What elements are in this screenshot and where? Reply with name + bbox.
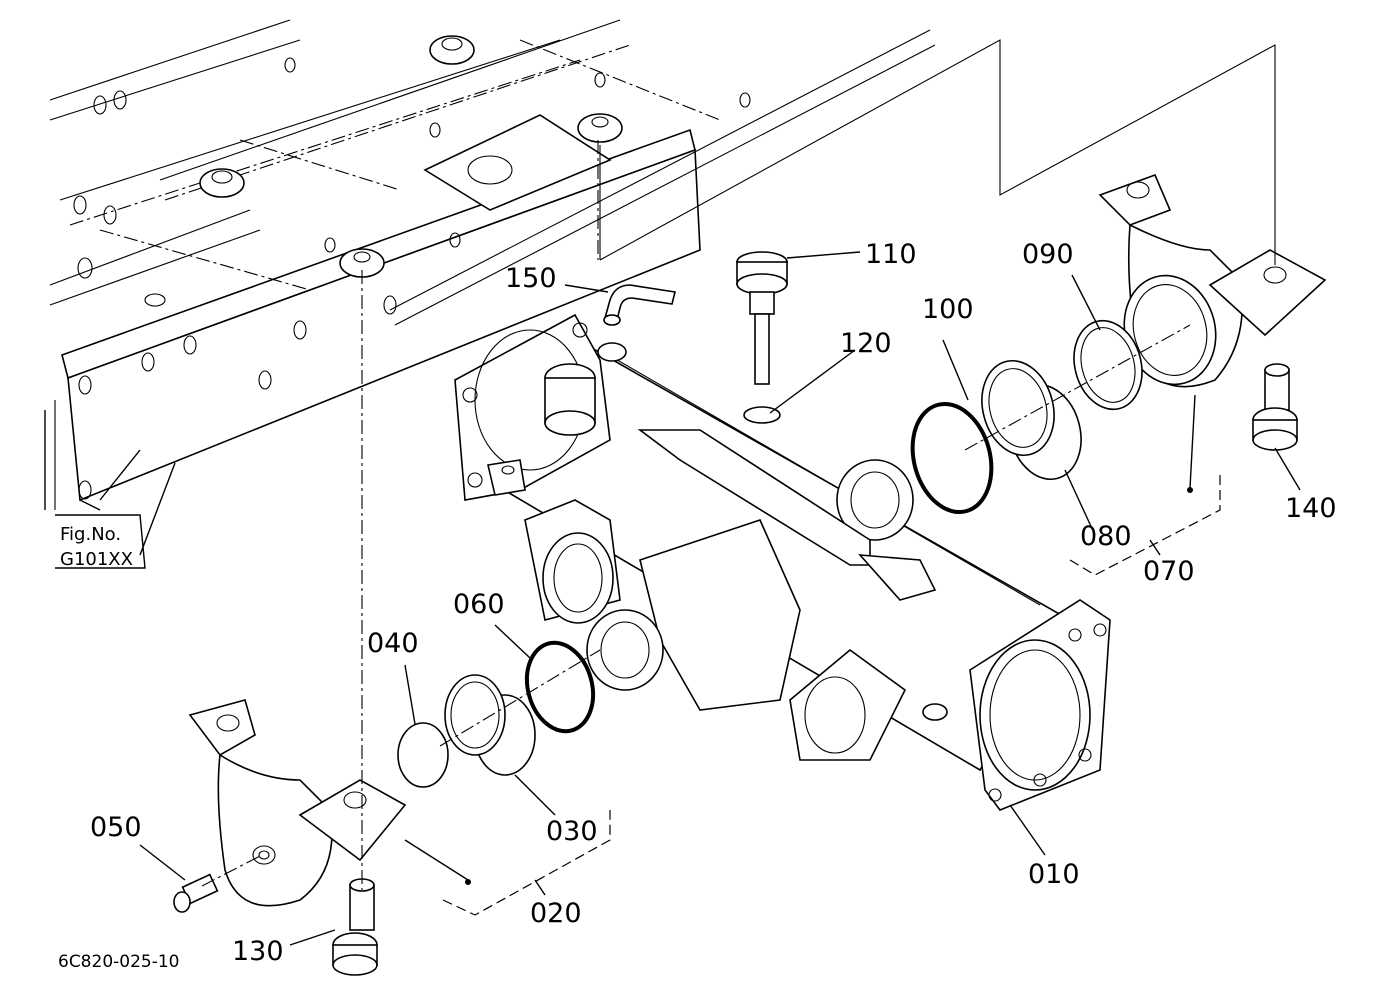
callout-120: 120 bbox=[840, 328, 892, 359]
callout-080: 080 bbox=[1080, 521, 1132, 552]
callout-labels: 010 020 030 040 050 060 070 080 090 100 … bbox=[90, 239, 1337, 967]
callout-020: 020 bbox=[530, 898, 582, 929]
o-ring-left bbox=[524, 640, 596, 734]
figure-reference: Fig.No. G101XX bbox=[55, 514, 146, 570]
bushing-right bbox=[981, 359, 1082, 481]
left-steering-knuckle bbox=[188, 699, 407, 907]
o-ring-right bbox=[910, 401, 994, 515]
tractor-frame bbox=[44, 19, 936, 511]
callout-150: 150 bbox=[505, 263, 557, 294]
callout-140: 140 bbox=[1285, 493, 1337, 524]
callout-130: 130 bbox=[232, 936, 284, 967]
leader-lines bbox=[99, 39, 1301, 946]
figure-ref-line1: Fig.No. bbox=[60, 524, 121, 545]
callout-110: 110 bbox=[865, 239, 917, 270]
bushing-left bbox=[444, 674, 536, 776]
grease-nipple-left bbox=[173, 873, 219, 913]
right-steering-knuckle bbox=[1098, 173, 1327, 388]
callout-070: 070 bbox=[1143, 556, 1195, 587]
king-pin-bolt-left bbox=[332, 878, 378, 976]
callout-030: 030 bbox=[546, 816, 598, 847]
callout-060: 060 bbox=[453, 589, 505, 620]
figure-ref-line2: G101XX bbox=[60, 549, 133, 570]
breather-pipe bbox=[603, 284, 676, 326]
callout-090: 090 bbox=[1022, 239, 1074, 270]
callout-100: 100 bbox=[922, 294, 974, 325]
callout-040: 040 bbox=[367, 628, 419, 659]
drawing-number: 6C820-025-10 bbox=[58, 952, 179, 972]
callout-010: 010 bbox=[1028, 859, 1080, 890]
o-ring-small bbox=[743, 406, 781, 424]
callout-050: 050 bbox=[90, 812, 142, 843]
front-axle-housing bbox=[454, 313, 1111, 811]
seal-cap bbox=[397, 722, 449, 788]
oil-level-plug bbox=[736, 251, 788, 385]
king-pin-bolt-right bbox=[1252, 363, 1298, 451]
